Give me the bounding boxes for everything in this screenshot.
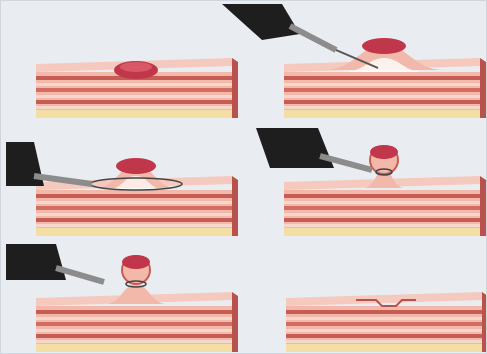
lesion <box>370 145 398 159</box>
lesion <box>362 38 406 54</box>
panel-4-snare-tightening <box>256 128 486 236</box>
panel-3-snare-placement <box>6 142 238 236</box>
endoscope-tip <box>222 4 300 40</box>
panel-6-post-resection-site <box>286 292 487 352</box>
lesion <box>122 255 150 269</box>
endoscope-tip <box>6 244 66 280</box>
lesion <box>116 158 156 174</box>
endoscope-tip <box>256 128 334 168</box>
panel-1-lesion-on-mucosa <box>36 58 238 118</box>
catheter-shaft <box>290 26 336 50</box>
panel-5-resection <box>6 244 238 352</box>
panel-2-needle-injection <box>222 4 486 118</box>
